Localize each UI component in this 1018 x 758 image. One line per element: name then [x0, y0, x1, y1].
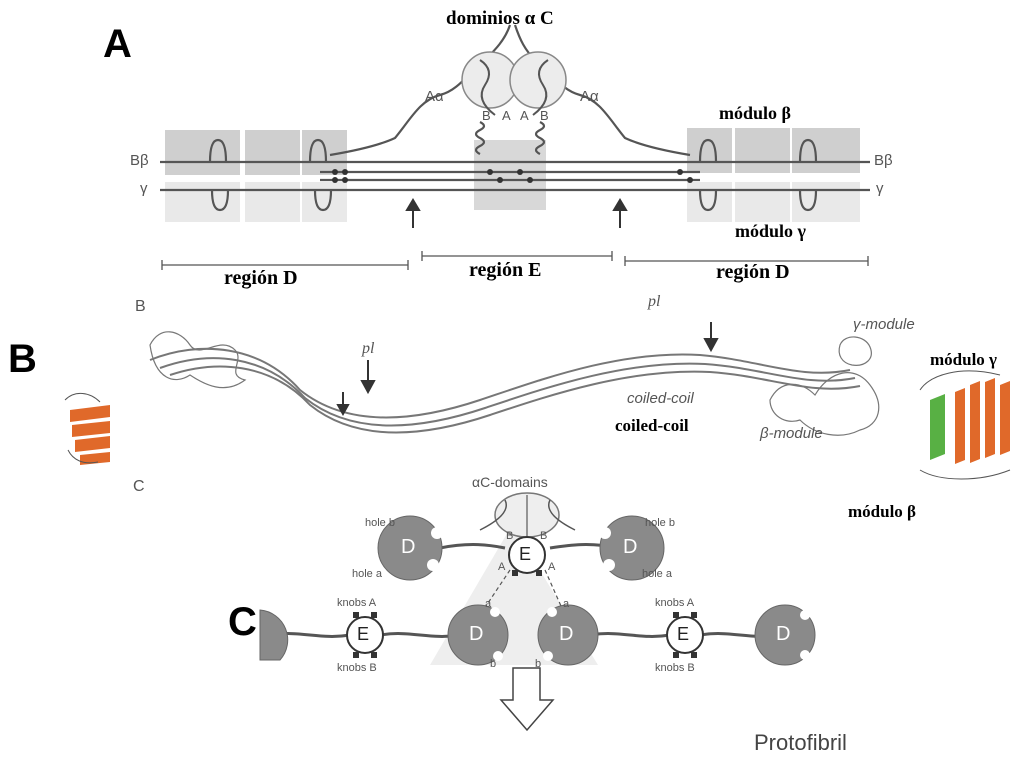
d-label-far-right: D [776, 623, 790, 646]
d-label-bottom-left: D [469, 623, 483, 646]
small-b-left: B [506, 530, 513, 542]
hole-a-left-label: hole a [352, 568, 382, 580]
d-label-top-right: D [623, 536, 637, 559]
hole-a-right-label: hole a [642, 568, 672, 580]
d-label-top-left: D [401, 536, 415, 559]
small-b-lower-left: b [490, 658, 496, 670]
e-label-bottom-left: E [357, 624, 369, 645]
hole-b-right-label: hole b [645, 517, 675, 529]
protofibril-label: Protofibril [754, 730, 847, 756]
knobs-b-right-label: knobs B [655, 662, 695, 674]
knobs-b-left-label: knobs B [337, 662, 377, 674]
knobs-a-left-label: knobs A [337, 597, 376, 609]
rope-top-left [440, 545, 505, 548]
ac-domains-label: αC-domains [472, 474, 548, 490]
small-a-left: A [498, 561, 505, 573]
down-arrow-icon [501, 668, 553, 730]
rope-bottom-3 [590, 634, 670, 637]
d-node-partial-left [260, 610, 288, 660]
e-label-bottom-right: E [677, 624, 689, 645]
hole-b-left-label: hole b [365, 517, 395, 529]
small-b-lower-right: b [535, 658, 541, 670]
small-b-right: B [540, 530, 547, 542]
d-label-bottom-right: D [559, 623, 573, 646]
e-label-top: E [519, 544, 531, 565]
small-a-lower-right: a [563, 598, 569, 610]
small-a-lower-left: a [485, 598, 491, 610]
knobs-a-right-label: knobs A [655, 597, 694, 609]
small-a-right: A [548, 561, 555, 573]
